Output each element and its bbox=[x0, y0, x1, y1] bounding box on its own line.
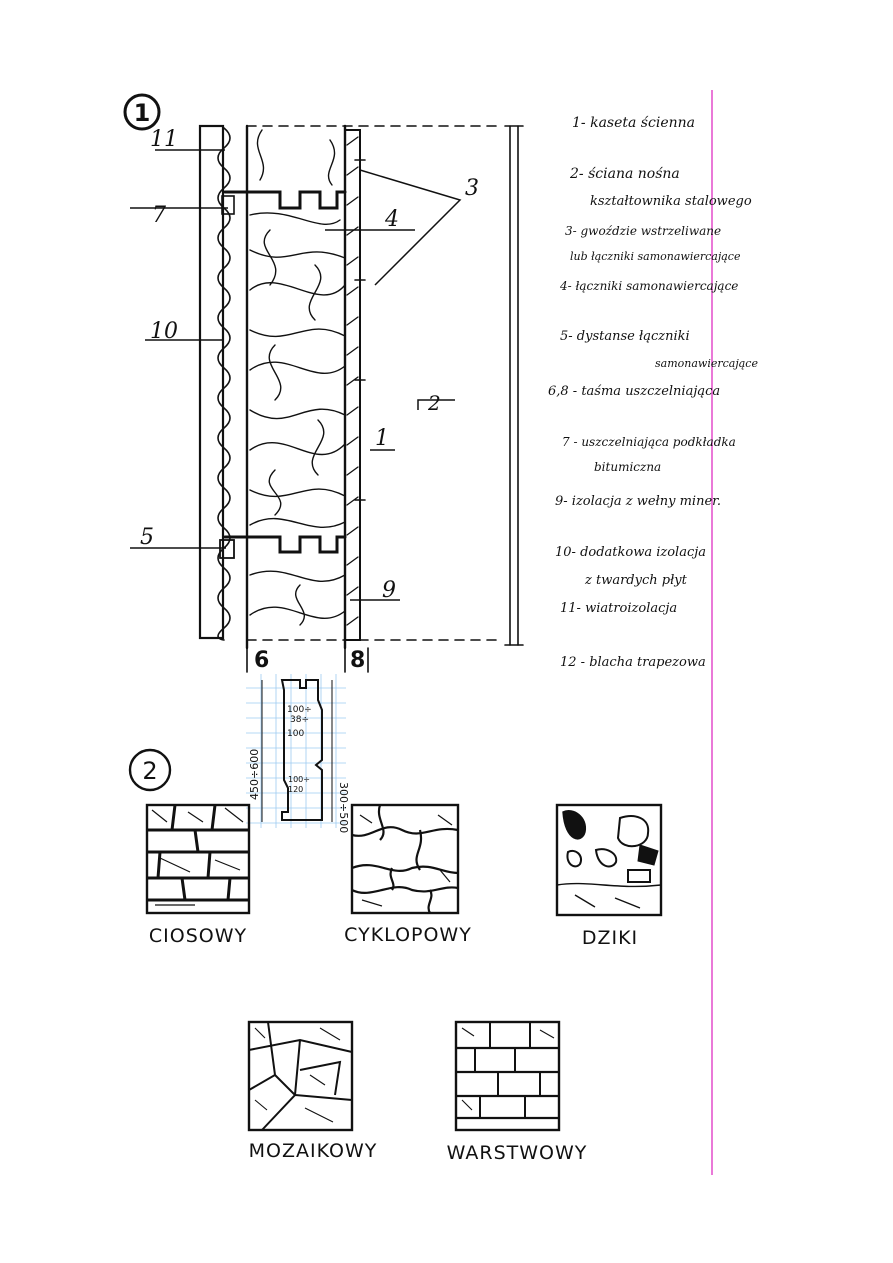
label-dziki: DZIKI bbox=[582, 927, 638, 949]
callout-11: 11 bbox=[150, 127, 178, 152]
svg-text:38÷: 38÷ bbox=[290, 715, 309, 725]
callout-7: 7 bbox=[152, 203, 166, 228]
masonry-tile-dziki bbox=[555, 803, 663, 917]
masonry-tile-cyklopowy bbox=[350, 803, 460, 915]
label-warstwowy: WARSTWOWY bbox=[447, 1142, 588, 1164]
legend-line: 5- dystanse łączniki bbox=[560, 329, 690, 344]
callout-8: 8 bbox=[350, 648, 365, 673]
legend-line: 7 - uszczelniająca podkładka bbox=[562, 435, 736, 449]
legend-line: 3- gwoździe wstrzeliwane bbox=[565, 224, 721, 238]
legend-line: 1- kaseta ściennа bbox=[572, 115, 695, 131]
legend-line: 11- wiatroizolacja bbox=[560, 601, 677, 616]
svg-text:450÷600: 450÷600 bbox=[248, 749, 261, 800]
svg-text:1: 1 bbox=[134, 99, 151, 127]
legend-line: z twardych płyt bbox=[584, 573, 688, 588]
svg-text:100÷: 100÷ bbox=[287, 705, 312, 715]
callout-1: 1 bbox=[375, 426, 389, 451]
legend-line: 4- łączniki samonawiercające bbox=[559, 279, 738, 293]
callout-leaders bbox=[130, 149, 462, 601]
svg-text:100÷: 100÷ bbox=[288, 775, 310, 784]
svg-text:100: 100 bbox=[287, 729, 304, 739]
callout-6: 6 bbox=[254, 648, 269, 673]
section-1-mark: 1 bbox=[123, 93, 161, 131]
section-2-mark: 2 bbox=[128, 748, 172, 792]
callout-2: 2 bbox=[427, 391, 441, 415]
callout-10: 10 bbox=[150, 319, 178, 344]
legend-line: kształtownika stalowego bbox=[590, 194, 752, 209]
legend-line: bitumiczna bbox=[594, 460, 661, 474]
masonry-tile-mozaikowy bbox=[247, 1020, 354, 1132]
legend-line: samonawiercające bbox=[655, 357, 758, 370]
legend-line: 6,8 - taśma uszczelniająca bbox=[548, 384, 720, 399]
wall-section-drawing bbox=[198, 124, 524, 673]
masonry-tile-ciosowy bbox=[145, 803, 251, 915]
legend-line: 12 - blacha trapezowa bbox=[560, 655, 706, 670]
callout-9: 9 bbox=[382, 578, 396, 603]
legend-line: 9- izolacja z wełny miner. bbox=[555, 494, 721, 509]
legend-line: 10- dodatkowa izolacja bbox=[555, 545, 706, 560]
callout-4: 4 bbox=[384, 207, 399, 232]
legend-line: lub łączniki samonawiercające bbox=[570, 250, 741, 263]
svg-text:120: 120 bbox=[288, 785, 303, 794]
legend-line: 2- ściana nośna bbox=[569, 166, 680, 182]
profile-detail: 450÷600 300÷500 100÷ 38÷ 100 100÷ 120 bbox=[246, 674, 350, 833]
svg-text:300÷500: 300÷500 bbox=[337, 782, 350, 833]
callout-3: 3 bbox=[465, 176, 479, 201]
callout-5: 5 bbox=[140, 525, 154, 550]
label-cyklopowy: CYKLOPOWY bbox=[344, 924, 472, 946]
masonry-tile-warstwowy bbox=[454, 1020, 561, 1132]
svg-text:2: 2 bbox=[142, 757, 157, 785]
label-mozaikowy: MOZAIKOWY bbox=[249, 1140, 378, 1162]
legend: 1- kaseta ściennа 2- ściana nośna kształ… bbox=[548, 115, 758, 670]
label-ciosowy: CIOSOWY bbox=[149, 925, 247, 947]
